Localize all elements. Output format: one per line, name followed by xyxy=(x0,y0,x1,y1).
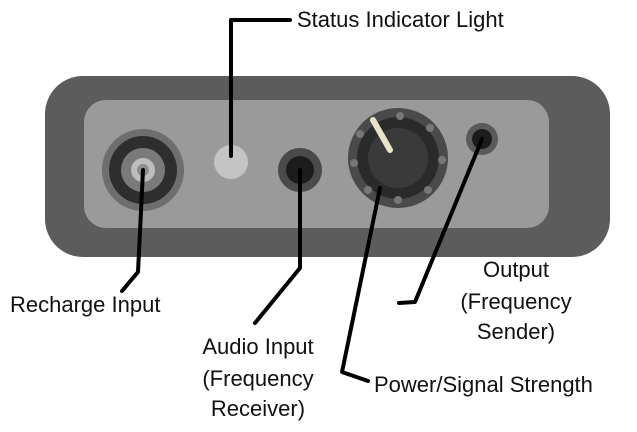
knob-indicator xyxy=(370,117,393,153)
label-output: Output (Frequency Sender) xyxy=(451,257,581,345)
leader-power-signal xyxy=(340,186,382,383)
label-power-signal-strength: Power/Signal Strength xyxy=(374,372,593,397)
label-output-line2: (Frequency xyxy=(460,289,572,314)
label-audio-input-line2: (Frequency xyxy=(202,366,314,391)
power-signal-knob xyxy=(348,108,448,208)
leader-audio-input xyxy=(253,168,302,325)
label-output-line1: Output xyxy=(482,257,550,282)
label-audio-input-line1: Audio Input xyxy=(202,334,314,359)
leader-recharge-input xyxy=(120,168,145,293)
label-audio-input: Audio Input (Frequency Receiver) xyxy=(183,334,333,422)
leader-output xyxy=(397,137,484,305)
label-output-line3: Sender) xyxy=(476,319,556,344)
label-audio-input-line3: Receiver) xyxy=(210,396,306,421)
leader-status-light xyxy=(229,18,292,158)
label-recharge-input: Recharge Input xyxy=(10,292,161,317)
label-status-indicator-light: Status Indicator Light xyxy=(297,7,504,32)
status-indicator-light xyxy=(214,145,248,179)
